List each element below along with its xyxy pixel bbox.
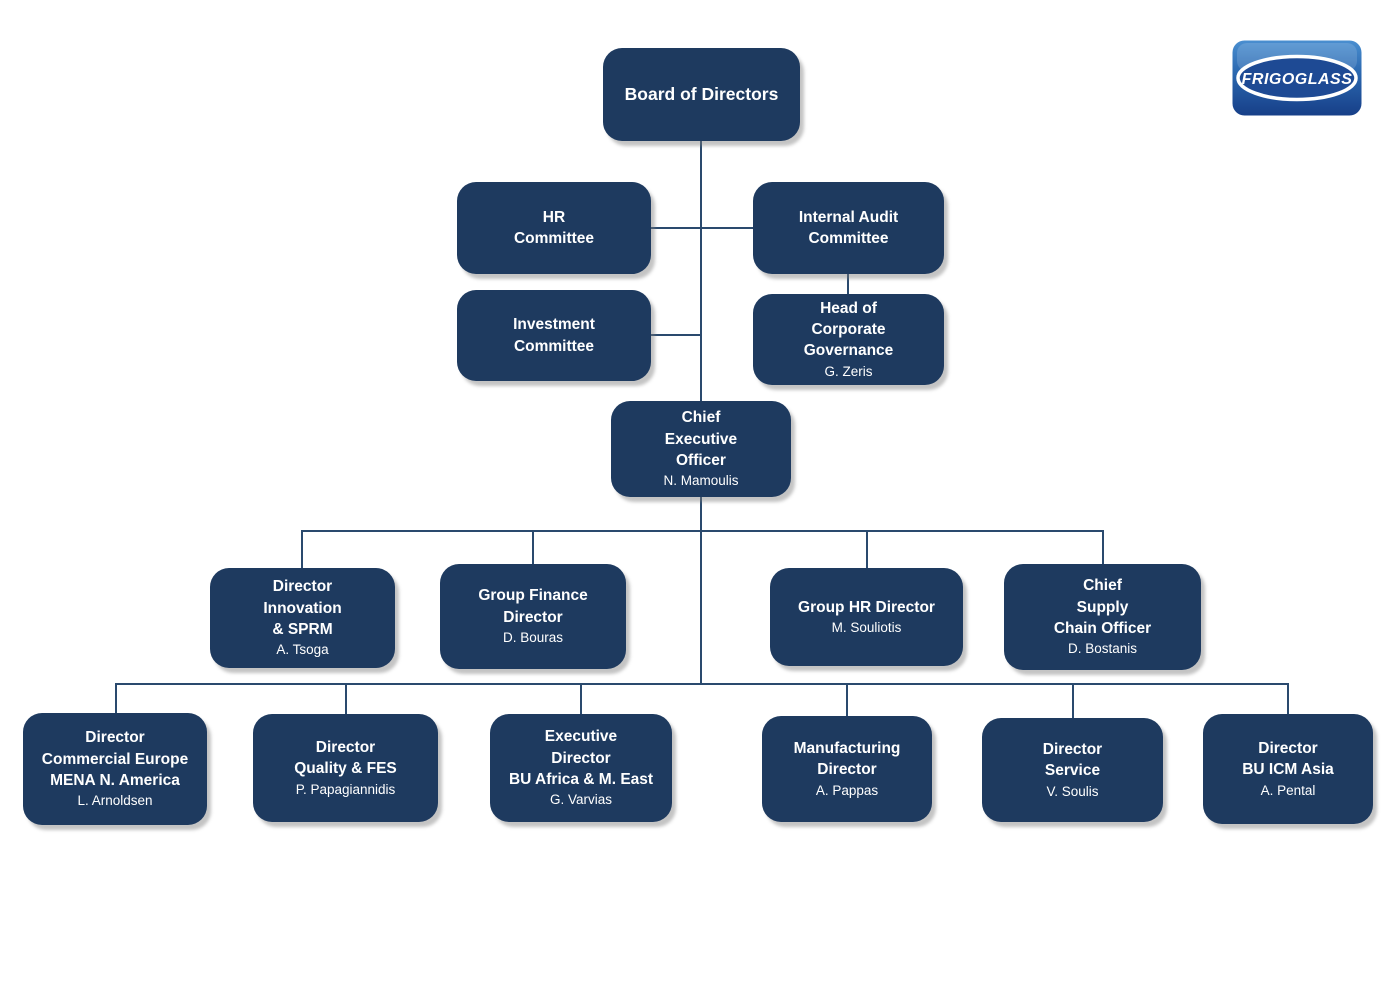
node-person: M. Souliotis [831,619,902,635]
connector-ceo-down [700,497,702,683]
connector-bus-level3 [115,683,1288,685]
node-hr-committee: HR Committee [457,182,651,274]
connector-investment [651,334,701,336]
connector-drop-service [1072,683,1074,718]
node-person: D. Bostanis [1067,641,1138,657]
node-board-of-directors: Board of Directors [603,48,800,141]
node-director-quality-fes: Director Quality & FES P. Papagiannidis [253,714,438,822]
node-title: Group HR Director [798,598,935,616]
connector-drop-supply-chain [1102,530,1104,564]
connector-drop-bu-icm-asia [1287,683,1289,714]
node-group-hr-director: Group HR Director M. Souliotis [770,568,963,666]
node-exec-director-bu-africa: Executive Director BU Africa & M. East G… [490,714,672,822]
node-internal-audit-committee: Internal Audit Committee [753,182,944,274]
node-title: Director Service [1042,740,1103,780]
connector-drop-group-hr [866,530,868,568]
node-title: Manufacturing Director [793,739,901,779]
node-title: Director Commercial Europe MENA N. Ameri… [41,729,189,789]
node-title: Director Innovation & SPRM [263,578,342,638]
node-person: N. Mamoulis [663,473,739,489]
node-investment-committee: Investment Committee [457,290,651,381]
node-ceo: Chief Executive Officer N. Mamoulis [611,401,791,497]
connector-drop-bu-africa [580,683,582,714]
connector-hr-audit [651,227,753,229]
frigoglass-logo-text: FRIGOGLASS [1242,71,1353,88]
node-person: G. Varvias [549,792,612,808]
node-title: Chief Supply Chain Officer [1053,577,1152,637]
node-person: A. Pental [1260,782,1316,798]
node-title: Investment Committee [513,316,595,355]
node-title: Chief Executive Officer [664,409,738,469]
node-person: D. Bouras [502,630,564,646]
node-title: Executive Director BU Africa & M. East [508,728,654,788]
frigoglass-logo-icon: FRIGOGLASS [1232,40,1362,116]
connector-audit-to-governance [847,274,849,295]
connector-drop-commercial [115,683,117,713]
connector-board-to-ceo [700,141,702,401]
node-manufacturing-director: Manufacturing Director A. Pappas [762,716,932,822]
node-person: V. Soulis [1046,783,1099,799]
node-title: Director Quality & FES [294,738,397,778]
connector-drop-quality [345,683,347,714]
node-person: L. Arnoldsen [77,793,153,809]
node-title: Group Finance Director [478,587,588,626]
connector-drop-innovation [301,530,303,568]
frigoglass-logo: FRIGOGLASS [1232,40,1362,116]
node-director-innovation-sprm: Director Innovation & SPRM A. Tsoga [210,568,395,668]
connector-drop-manufacturing [846,683,848,716]
node-chief-supply-chain-officer: Chief Supply Chain Officer D. Bostanis [1004,564,1201,670]
node-director-service: Director Service V. Soulis [982,718,1163,822]
node-director-bu-icm-asia: Director BU ICM Asia A. Pental [1203,714,1373,824]
connector-drop-finance [532,530,534,564]
node-head-corporate-governance: Head of Corporate Governance G. Zeris [753,294,944,385]
node-group-finance-director: Group Finance Director D. Bouras [440,564,626,669]
node-person: A. Tsoga [276,642,329,658]
node-title: Head of Corporate Governance [803,299,894,360]
connector-bus-level2 [301,530,1104,532]
node-person: A. Pappas [815,782,879,798]
node-title: Director BU ICM Asia [1242,739,1334,779]
node-title: HR Committee [513,208,595,247]
node-person: P. Papagiannidis [295,781,396,797]
node-title: Board of Directors [624,84,779,105]
node-title: Internal Audit Committee [798,208,899,247]
node-person: G. Zeris [824,363,873,379]
node-director-commercial-europe: Director Commercial Europe MENA N. Ameri… [23,713,207,825]
